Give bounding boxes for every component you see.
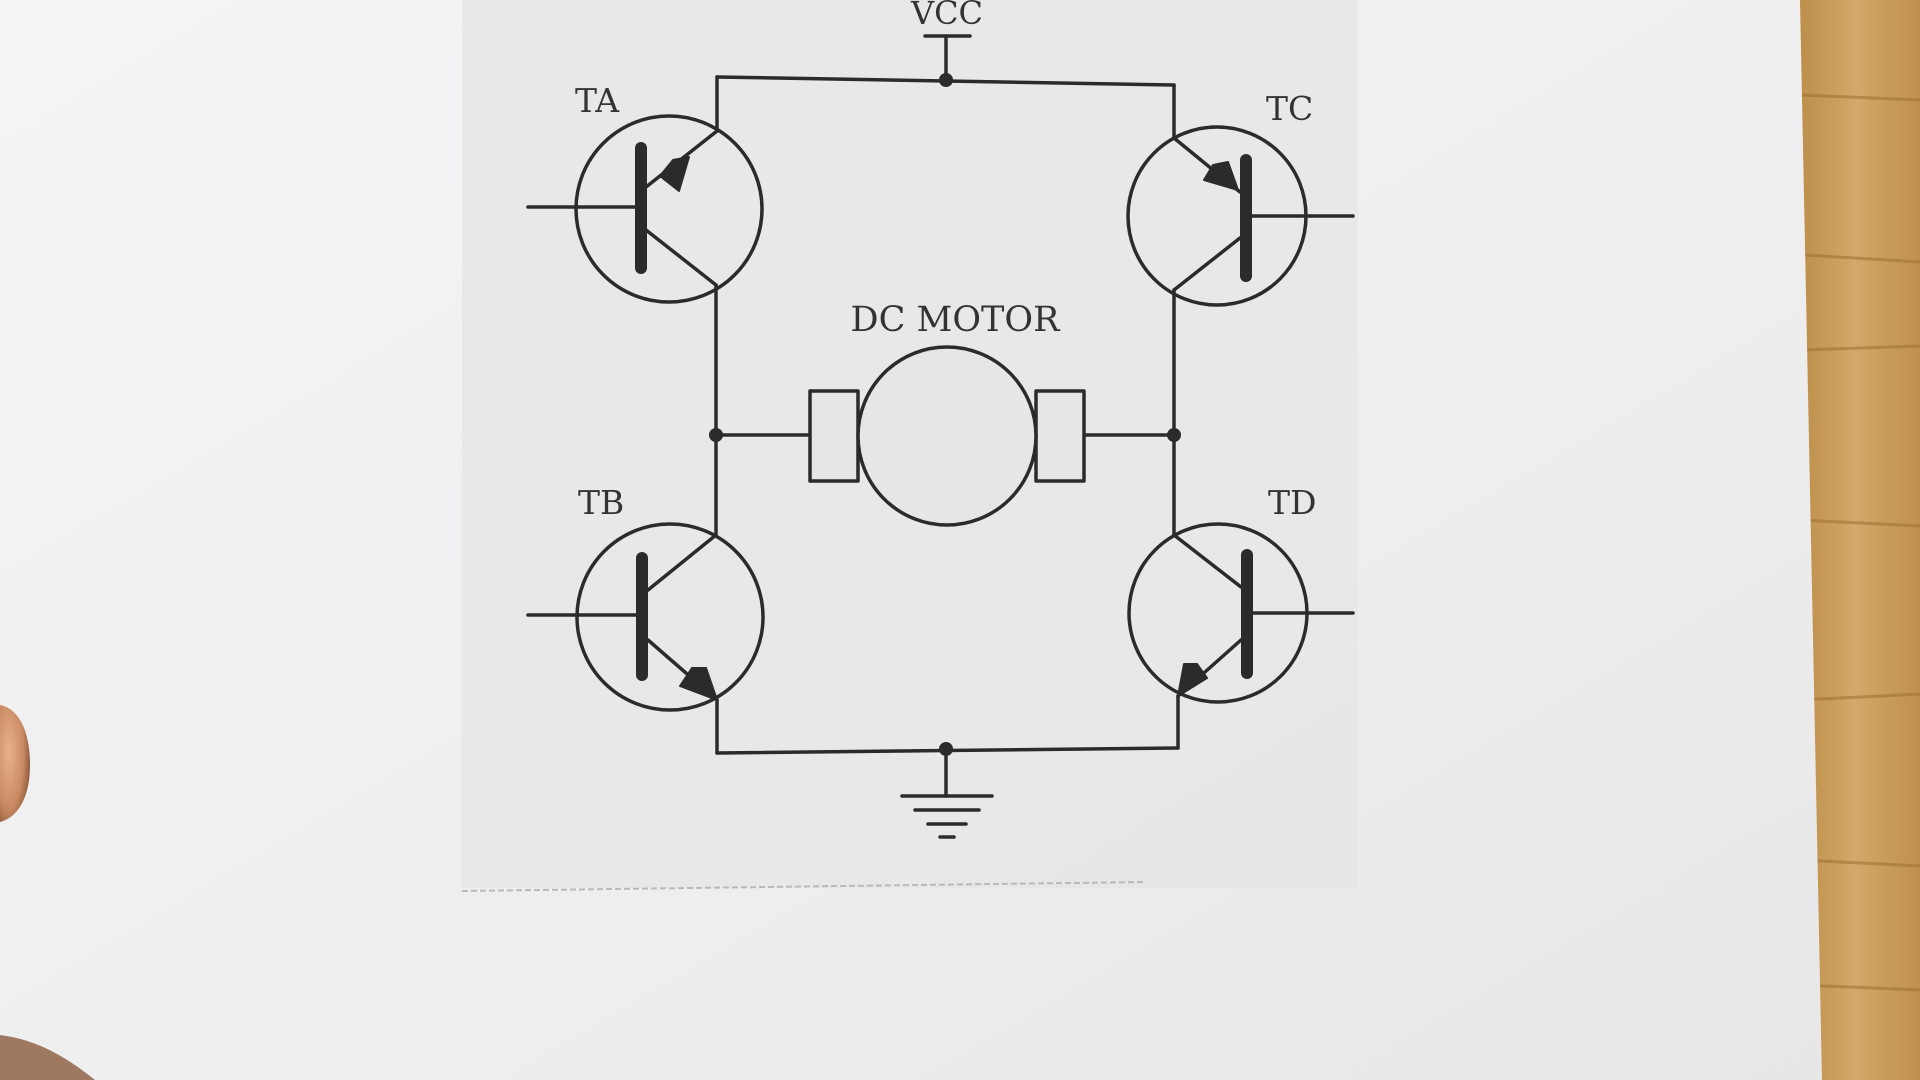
junction-vcc <box>939 73 953 87</box>
junction-left-node <box>709 428 723 442</box>
motor-left-brush <box>808 389 860 483</box>
junction-ground <box>939 742 953 756</box>
wood-grain <box>1799 93 1920 992</box>
motor-right-brush <box>1034 389 1086 483</box>
transistor-td-arrow <box>1177 663 1208 697</box>
transistor-tb-arrow <box>679 667 718 701</box>
transistor-tc-collector <box>1172 236 1242 292</box>
print-area-edge <box>461 881 1146 892</box>
transistor-tc-label: TC <box>1266 89 1313 128</box>
transistor-tb-body <box>575 522 765 712</box>
motor-label: DC MOTOR <box>851 300 1062 340</box>
vcc-label: VCC <box>910 0 983 32</box>
motor-body <box>856 345 1038 527</box>
transistor-tb-collector <box>646 533 718 592</box>
transistor-ta-arrow <box>659 156 690 192</box>
transistor-tb-label: TB <box>578 483 624 522</box>
h-bridge-circuit <box>526 34 1355 839</box>
transistor-tb <box>526 522 765 712</box>
transistor-tc-arrow <box>1203 161 1239 191</box>
transistor-ta-collector <box>644 228 718 287</box>
transistor-ta <box>526 114 764 304</box>
transistor-td-collector <box>1172 533 1243 589</box>
finger-shadow <box>0 1035 95 1080</box>
finger <box>0 705 30 822</box>
junction-dots <box>709 73 1181 756</box>
junction-right-node <box>1167 428 1181 442</box>
transistor-td <box>1127 522 1355 704</box>
dc-motor <box>808 345 1086 527</box>
transistor-td-label: TD <box>1268 483 1316 522</box>
transistor-tc <box>1126 125 1355 307</box>
transistor-ta-body <box>574 114 764 304</box>
transistor-ta-label: TA <box>575 81 620 120</box>
